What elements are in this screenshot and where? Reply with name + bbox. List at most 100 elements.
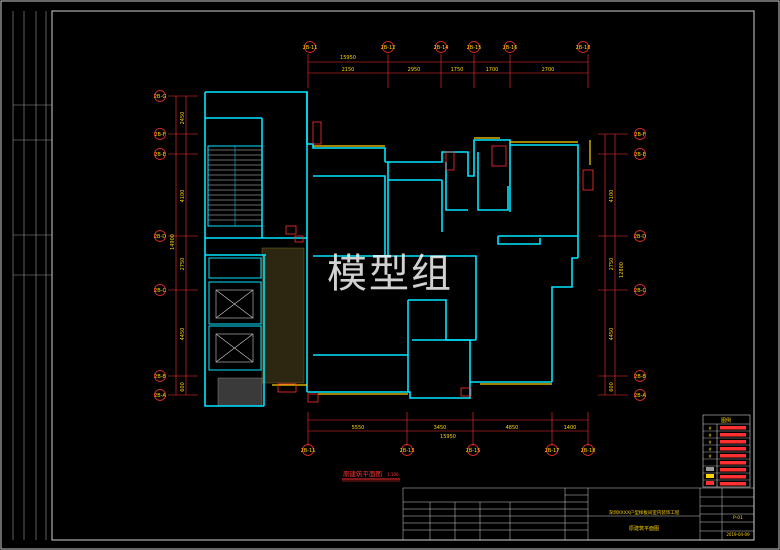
grid-label: 2B-15 xyxy=(467,45,482,51)
grid-label: 2B-D xyxy=(154,234,166,240)
dim-bottom-seg: 5550 xyxy=(352,425,365,431)
grid-label: 2B-15 xyxy=(466,448,481,454)
dim-left-total: 14900 xyxy=(170,234,176,250)
grid-bubbles-top: 2B-11 2B-12 2B-14 2B-15 2B-16 2B-18 xyxy=(303,41,591,53)
grid-label: 2B-11 xyxy=(303,45,318,51)
left-dimensions xyxy=(168,95,198,396)
grid-bubble: 2B-E xyxy=(634,148,646,160)
legend: 图例 # # # # # xyxy=(702,414,751,488)
grid-bubble: 2B-A xyxy=(154,389,166,401)
walls xyxy=(204,91,579,407)
grid-label: 2B-A xyxy=(634,393,646,399)
grid-bubble: 2B-16 xyxy=(503,41,518,53)
grid-bubbles-bottom: 2B-11 2B-13 2B-15 2B-17 2B-18 xyxy=(301,444,596,456)
legend-swatch xyxy=(720,426,746,430)
dim-bottom-seg: 4850 xyxy=(506,425,519,431)
legend-swatch xyxy=(720,454,746,458)
drawing-date: 2019-04-09 xyxy=(726,532,750,537)
project-name: 深圳XXXX户型样板间室内装饰工程 xyxy=(609,509,680,516)
grid-bubble: 2B-12 xyxy=(381,41,396,53)
grid-bubble: 2B-G xyxy=(154,90,166,102)
legend-symbol: # xyxy=(708,440,712,445)
grid-bubble: 2B-15 xyxy=(467,41,482,53)
grid-bubble: 2B-B xyxy=(154,370,166,382)
grid-bubble: 2B-A xyxy=(634,389,646,401)
dim-left-seg: 4450 xyxy=(180,328,186,341)
plan-title: 原建筑平面图 1:100 xyxy=(342,469,400,482)
dim-top-seg: 2950 xyxy=(408,67,421,73)
grid-label: 2B-12 xyxy=(381,45,396,51)
watermark: 模型组 xyxy=(300,246,480,302)
grid-label: 2B-18 xyxy=(576,45,591,51)
grid-bubble: 2B-13 xyxy=(400,444,415,456)
dim-top-seg: 1700 xyxy=(486,67,499,73)
legend-symbol: # xyxy=(708,447,712,452)
dim-top-total: 15950 xyxy=(340,55,356,61)
watermark-text: 模型组 xyxy=(327,251,453,297)
grid-label: 2B-F xyxy=(154,132,165,138)
dim-right-seg: 4100 xyxy=(609,190,615,203)
dimension-labels: 15950 2150 2950 1750 1700 2700 5550 3450… xyxy=(170,55,625,440)
plan-title-text: 原建筑平面图 xyxy=(343,469,382,478)
legend-hatch-symbol xyxy=(706,474,714,478)
grid-label: 2B-C xyxy=(634,288,646,294)
grid-label: 2B-A xyxy=(154,393,166,399)
grid-bubble: 2B-14 xyxy=(434,41,448,53)
dim-top-seg: 2150 xyxy=(342,67,355,73)
grid-label: 2B-F xyxy=(634,132,645,138)
dim-top-seg: 1750 xyxy=(451,67,464,73)
grid-label: 2B-17 xyxy=(545,448,560,454)
grid-label: 2B-11 xyxy=(301,448,316,454)
dim-top-seg: 2700 xyxy=(542,67,555,73)
dim-bottom-seg: 1400 xyxy=(564,425,577,431)
grid-label: 2B-B xyxy=(634,374,646,380)
grid-label: 2B-C xyxy=(154,288,166,294)
legend-hatch-symbol xyxy=(706,481,714,485)
grid-label: 2B-13 xyxy=(400,448,415,454)
legend-swatch xyxy=(720,482,746,486)
window-lines xyxy=(272,137,591,395)
elevator-shafts xyxy=(208,257,262,371)
legend-swatches xyxy=(720,426,746,486)
grid-bubble: 2B-E xyxy=(154,148,166,160)
corridor-hatch xyxy=(261,247,305,384)
legend-swatch xyxy=(720,447,746,451)
grid-bubbles-left: 2B-G 2B-F 2B-E 2B-D 2B-C 2B-B 2B-A xyxy=(154,90,166,401)
legend-symbols: # # # # # xyxy=(708,426,712,459)
dim-left-seg: 2450 xyxy=(180,112,186,125)
fixtures xyxy=(277,145,594,403)
dim-left-seg: 600 xyxy=(180,382,186,392)
dim-bottom-seg: 3450 xyxy=(434,425,447,431)
legend-swatch xyxy=(720,461,746,465)
grid-label: 2B-16 xyxy=(503,45,518,51)
top-dimensions xyxy=(307,54,589,88)
right-dimensions xyxy=(598,133,628,396)
dim-left-seg: 2750 xyxy=(180,258,186,271)
legend-swatch xyxy=(720,475,746,479)
grid-label: 2B-B xyxy=(154,374,166,380)
grid-bubble: 2B-C xyxy=(634,284,646,296)
grid-bubble: 2B-11 xyxy=(301,444,316,456)
dim-right-seg: 4450 xyxy=(609,328,615,341)
floor-plan xyxy=(204,91,594,407)
legend-symbol: # xyxy=(708,426,712,431)
core-hatch xyxy=(217,377,263,407)
title-block-text: 深圳XXXX户型样板间室内装饰工程 原建筑平面图 P-01 2019-04-09 xyxy=(609,509,750,537)
dim-right-total: 12800 xyxy=(619,262,625,278)
grid-label: 2B-18 xyxy=(581,448,596,454)
legend-hatch-symbol xyxy=(706,467,714,471)
plan-title-scale: 1:100 xyxy=(387,472,399,477)
bottom-dimensions xyxy=(307,412,589,446)
grid-bubble: 2B-F xyxy=(634,128,646,140)
grid-label: 2B-E xyxy=(634,152,646,158)
grid-label: 2B-D xyxy=(634,234,646,240)
legend-swatch xyxy=(720,440,746,444)
grid-bubble: 2B-D xyxy=(154,230,166,242)
grid-bubble: 2B-18 xyxy=(576,41,591,53)
title-block xyxy=(402,487,755,541)
legend-symbol: # xyxy=(708,454,712,459)
stair-flights xyxy=(207,145,263,227)
grid-bubble: 2B-18 xyxy=(581,444,596,456)
